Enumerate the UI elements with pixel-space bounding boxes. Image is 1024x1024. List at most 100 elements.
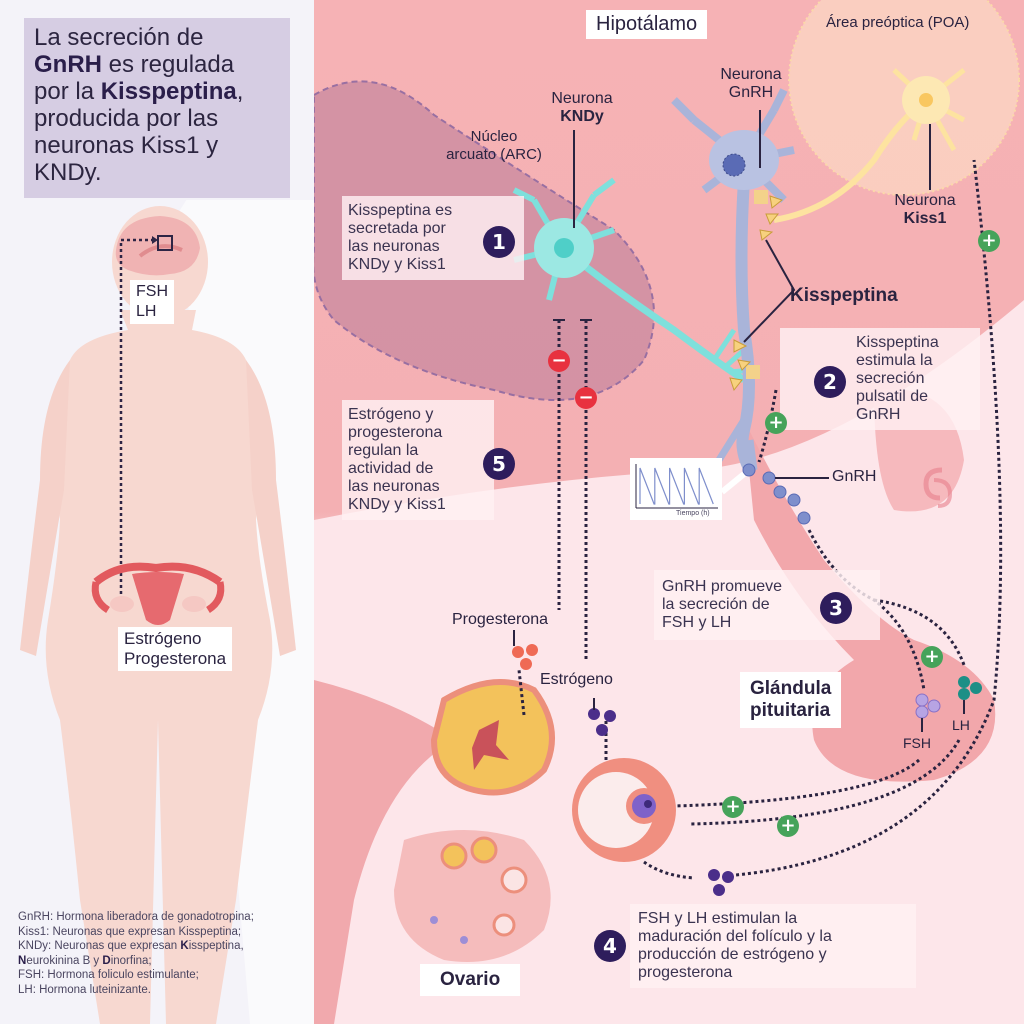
pituitary-label: Glándula pituitaria [740,672,842,728]
estrogen-molecules-bottom [708,869,734,896]
step-line: KNDy y Kiss1 [348,496,446,513]
ovary-hormones-label: Estrógeno Progesterona [118,627,233,671]
glossary-bold: D [102,954,111,967]
title-line: La secreción de [34,24,204,51]
step-line: secreción [856,370,925,387]
corpus-luteum-icon [430,679,555,796]
gnrh-molecule-label: GnRH [832,468,877,485]
pituitary-label-line: pituitaria [750,700,831,721]
hormone-path-arrow [119,238,156,600]
step-line: GnRH promueve [662,578,783,595]
neuron-label-bold: KNDy [560,108,604,125]
step-line: maduración del folículo y la [638,928,832,945]
estrogen-feedback-arrow [723,159,1003,878]
title-text: es regulada [102,51,235,78]
title-text: por la [34,78,101,105]
pulse-chart [630,458,722,520]
right-arm [246,360,296,656]
ovary-icon [394,830,551,962]
glossary-bold: N [18,954,27,967]
follicle-estrogen-arrow [643,860,695,880]
body-silhouette [20,200,314,1024]
kisspeptin-molecules [729,195,784,392]
label-estrogen: Estrógeno [124,629,202,648]
label-fsh: FSH [136,283,168,300]
title-line: neuronas Kiss1 y [34,132,219,159]
progesterone-label: Progesterona [452,611,549,628]
step-line: Kisspeptina [856,334,939,351]
inhibit-icon: − [575,387,597,409]
kisspeptin-pointer [743,239,796,343]
glossary-text: eurokinina B y [26,954,103,967]
neuron-label-line: Neurona [551,90,613,107]
step-5-callout: Estrógeno y progesterona regulan la acti… [342,400,494,520]
arrow-head [152,236,158,244]
torso-shape [45,330,273,1024]
gnrh-neuron-label: Neurona GnRH [706,66,796,102]
step-3-callout: GnRH promueve la secreción de FSH y LH [654,570,880,640]
estrogen-label: Estrógeno [540,671,613,688]
step-4-callout: FSH y LH estimulan la maduración del fol… [630,904,916,988]
neuron-label-line: Neurona [894,192,956,209]
glossary-item: FSH: Hormona foliculo estimulante; [18,969,199,981]
receptor-icon [754,190,768,204]
title-line: GnRH es regulada [34,51,280,78]
receptor-icon [746,365,760,379]
step-line: progesterona [638,964,733,981]
step-line: las neuronas [348,238,440,255]
progesterone-release-arrow [517,669,526,716]
lh-label: LH [952,717,970,733]
step-3-badge: 3 [820,592,852,624]
stimulate-icon: + [978,230,1000,252]
glossary-item: GnRH: Hormona liberadora de gonadotropin… [18,911,254,923]
neuron-label-line: Neurona [720,66,782,83]
uterus-icon [91,562,225,625]
step-line: actividad de [348,460,434,477]
progesterone-molecules [512,644,538,670]
step-line: FSH y LH estimulan la [638,910,798,927]
glossary-text: KNDy: Neuronas que expresan [18,940,181,952]
title-gnrh: GnRH [34,51,102,78]
step-2-callout: Kisspeptina estimula la secreción pulsat… [780,328,980,430]
stimulate-icon: + [921,646,943,668]
step-line: Estrógeno y [348,406,434,423]
step-line: progesterona [348,424,443,441]
pituitary-marker [157,235,173,251]
pulse-line [639,467,714,505]
kndy-neuron-label: Neurona KNDy [532,90,632,126]
kiss1-neuron-icon [773,68,966,223]
title-kisspeptina: Kisspeptina [100,78,237,105]
step-line: las neuronas [348,478,440,495]
neuron-label-bold: Kiss1 [903,210,947,227]
pulse-chart-box [630,458,722,520]
step-line: pulsatil de [856,388,929,405]
step-line: producción de estrógeno y [638,946,827,963]
left-arm [20,360,70,656]
glossary-bold: K [180,940,189,952]
step-line: la secreción de [662,596,770,613]
estrogen-molecules [588,708,616,736]
fsh-molecules [915,693,941,719]
arc-label-line: Núcleo [470,128,518,145]
title-line: KNDy. [34,159,102,186]
step-4-badge: 4 [594,930,626,962]
title-line: producida por las [34,105,219,132]
glossary-item: LH: Hormona luteinizante. [18,983,151,996]
glossary-text: isspeptina, [188,940,244,952]
follicle-icon [572,758,676,862]
logo-icon [923,467,953,508]
lh-to-follicle-arrow [688,739,961,826]
glossary: GnRH: Hormona liberadora de gonadotropin… [18,910,308,997]
arc-label: Núcleo arcuato (ARC) [434,128,554,164]
stimulate-icon: + [777,815,799,837]
step-line: GnRH [856,406,901,423]
hypothalamus-label: Hipotálamo [586,10,708,39]
step-line: secretada por [348,220,446,237]
kisspeptina-label: Kisspeptina [790,285,898,306]
fsh-label: FSH [903,735,931,751]
arc-label-line: arcuato (ARC) [446,146,542,163]
kiss1-neuron-label: Neurona Kiss1 [880,192,970,228]
glossary-text: inorfina; [110,954,152,967]
title-line: por la Kisspeptina, [34,78,280,105]
stimulate-icon: + [722,796,744,818]
